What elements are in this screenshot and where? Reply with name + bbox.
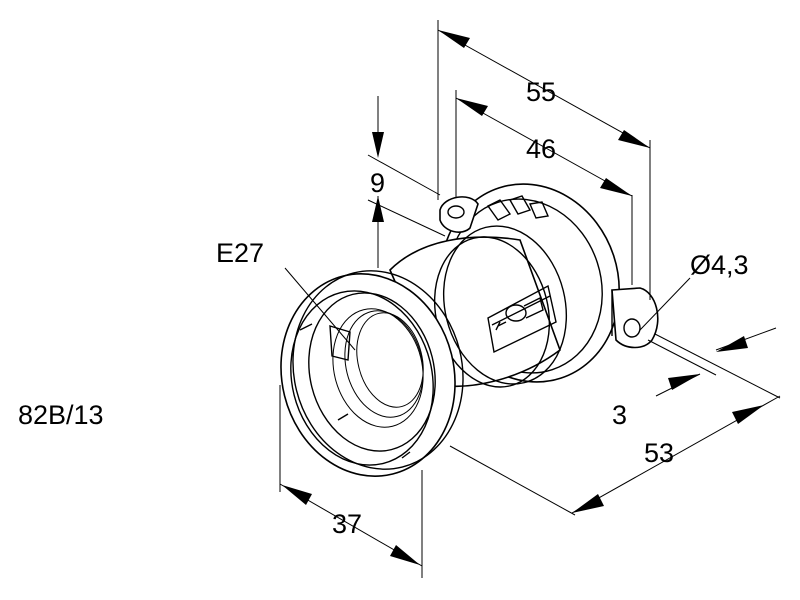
dimension-lines bbox=[279, 20, 781, 578]
part-code-label: 82B/13 bbox=[18, 400, 104, 430]
dim-3-label: 3 bbox=[612, 400, 627, 430]
dim-37-label: 37 bbox=[332, 509, 362, 539]
dim-hole-diameter-label: Ø4,3 bbox=[690, 250, 749, 280]
dim-53-label: 53 bbox=[644, 438, 674, 468]
socket-type-label: E27 bbox=[216, 238, 264, 268]
lampholder-outline bbox=[280, 183, 659, 477]
dim-9-label: 9 bbox=[370, 168, 385, 198]
dim-46-label: 46 bbox=[526, 134, 556, 164]
dim-55-label: 55 bbox=[526, 77, 556, 107]
